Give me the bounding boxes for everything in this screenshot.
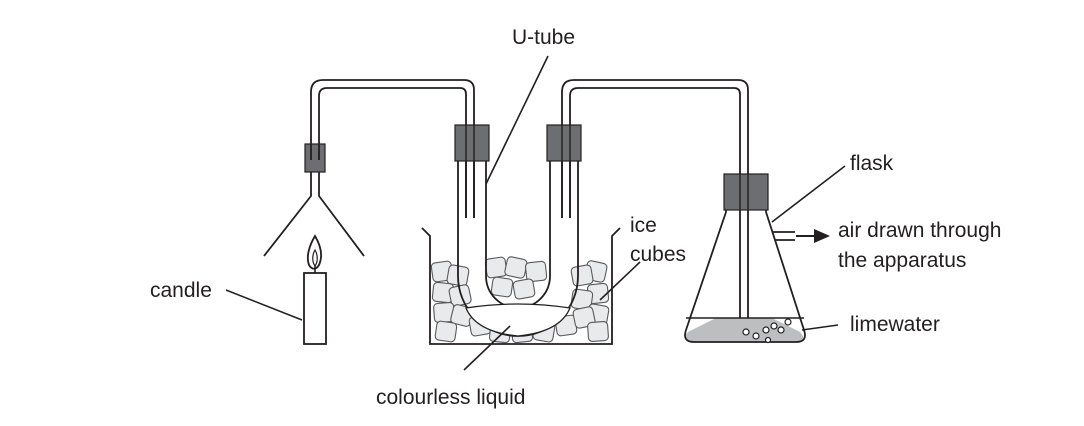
label-candle: candle: [150, 279, 212, 302]
right-connecting-tube: [561, 79, 749, 330]
bubbles: [742, 318, 792, 344]
side-arm: [773, 231, 795, 241]
candle-leader: [225, 289, 303, 321]
air-flow-arrow-icon: [796, 229, 830, 243]
funnel: [263, 143, 365, 257]
u-tube-left-stopper: [454, 124, 490, 162]
u-tube: [454, 124, 582, 337]
ice-leader: [599, 261, 641, 301]
flask-stopper: [723, 173, 769, 211]
colourless-liquid-surface: [465, 303, 571, 337]
liquid-leader: [463, 325, 511, 371]
u-tube-leader: [485, 55, 549, 185]
label-air-line1: air drawn through: [838, 219, 1001, 242]
u-tube-right-stopper: [546, 124, 582, 162]
limewater-leader: [801, 324, 839, 331]
candle: [303, 234, 327, 345]
conical-flask: [684, 173, 806, 344]
label-ice-line1: ice: [630, 214, 657, 237]
flask-leader: [771, 165, 846, 223]
left-connecting-tube: [310, 79, 475, 218]
label-air-line2: the apparatus: [838, 249, 966, 272]
label-flask: flask: [850, 152, 894, 175]
ice-beaker: [421, 227, 621, 345]
label-limewater: limewater: [850, 313, 940, 336]
candle-flame-icon: [306, 234, 322, 270]
label-u-tube: U-tube: [512, 26, 575, 49]
label-ice-line2: cubes: [630, 243, 686, 266]
label-colourless-liquid: colourless liquid: [376, 386, 525, 409]
funnel-stopper: [304, 143, 326, 173]
